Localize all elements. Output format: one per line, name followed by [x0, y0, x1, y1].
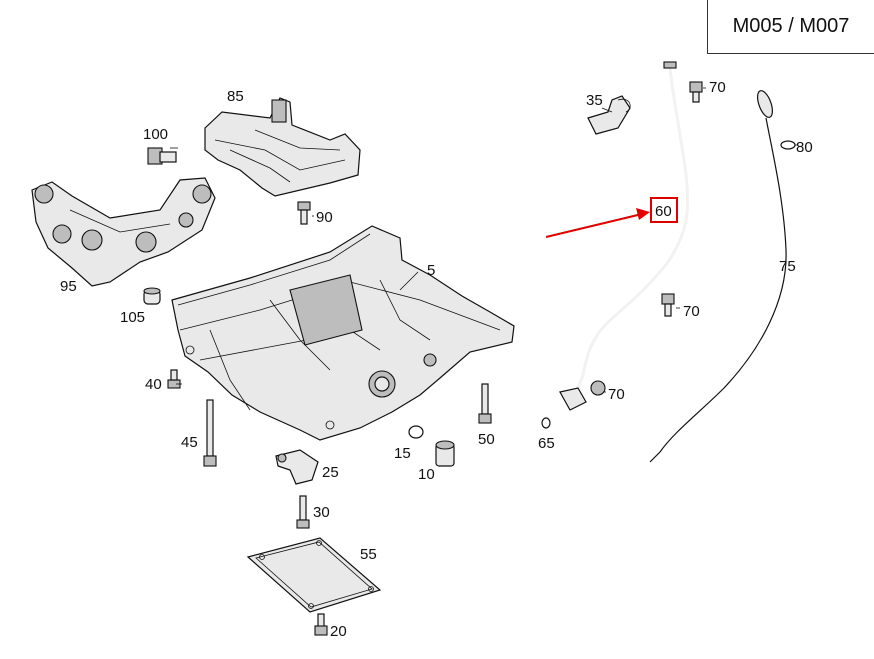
part-65-seal[interactable]: [541, 417, 551, 429]
part-80-o-ring[interactable]: [780, 140, 796, 150]
callout-65: 65: [538, 435, 555, 452]
part-5-oil-pan[interactable]: [171, 225, 515, 441]
part-35-clip[interactable]: [587, 95, 631, 135]
part-30-bolt[interactable]: [296, 495, 310, 529]
callout-70-middle: 70: [683, 303, 700, 320]
part-10-drain-plug[interactable]: [435, 440, 455, 467]
callout-15: 15: [394, 445, 411, 462]
part-20-bolt[interactable]: [314, 613, 328, 636]
callout-20: 20: [330, 623, 347, 640]
model-code-label: M005 / M007: [732, 15, 850, 37]
part-75-dipstick[interactable]: [649, 89, 787, 463]
leader-lines: [170, 87, 798, 393]
part-70-bolt-middle[interactable]: [661, 293, 675, 317]
callout-5: 5: [427, 262, 435, 279]
callout-70-top: 70: [709, 79, 726, 96]
callout-50: 50: [478, 431, 495, 448]
model-code-box: M005 / M007: [707, 0, 874, 54]
part-45-bolt[interactable]: [203, 399, 217, 467]
part-90-bolt[interactable]: [297, 201, 311, 225]
callout-100: 100: [143, 126, 168, 143]
part-15-seal-ring[interactable]: [408, 425, 424, 439]
part-85-bracket[interactable]: [204, 97, 361, 197]
callout-40: 40: [145, 376, 162, 393]
callout-10: 10: [418, 466, 435, 483]
part-95-mount-bracket[interactable]: [31, 177, 216, 287]
callout-35: 35: [586, 92, 603, 109]
callout-45: 45: [181, 434, 198, 451]
part-70-bolt-top[interactable]: [689, 81, 703, 103]
callout-85: 85: [227, 88, 244, 105]
part-25-small-bracket[interactable]: [275, 449, 319, 485]
part-40-bolt[interactable]: [167, 369, 181, 389]
callout-90: 90: [316, 209, 333, 226]
callout-95: 95: [60, 278, 77, 295]
callout-75: 75: [779, 258, 796, 275]
callout-60: 60: [655, 203, 672, 220]
callout-105: 105: [120, 309, 145, 326]
part-105-sleeve[interactable]: [143, 287, 161, 305]
highlight-arrow: [545, 208, 650, 238]
part-55-cover-plate[interactable]: [246, 537, 382, 613]
callout-25: 25: [322, 464, 339, 481]
callout-30: 30: [313, 504, 330, 521]
part-50-bolt[interactable]: [478, 383, 492, 424]
callout-55: 55: [360, 546, 377, 563]
callout-80: 80: [796, 139, 813, 156]
highlight-box-60: [650, 197, 678, 223]
part-60-dipstick-tube[interactable]: [559, 61, 690, 411]
part-100-bolt[interactable]: [147, 147, 177, 165]
callout-70-lower: 70: [608, 386, 625, 403]
part-70-bolt-lower[interactable]: [590, 380, 606, 396]
